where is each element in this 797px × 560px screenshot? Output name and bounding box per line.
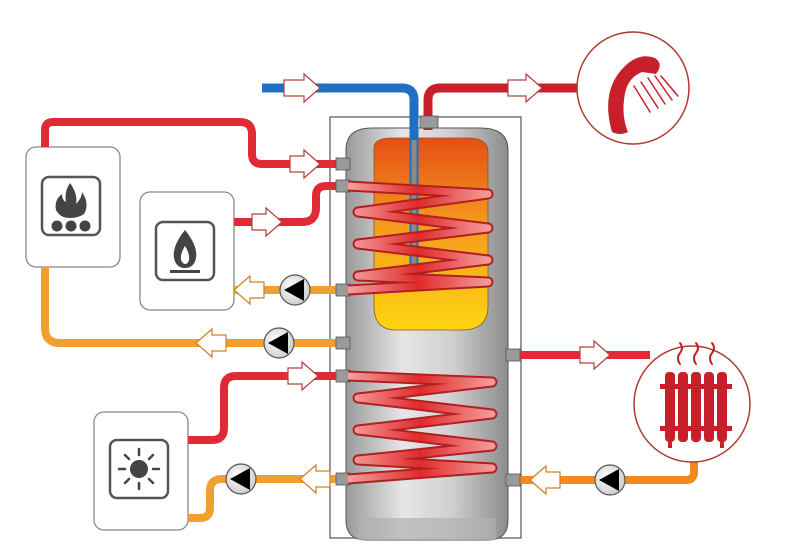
gas-supply-pipe bbox=[234, 179, 351, 238]
pump-icon bbox=[225, 463, 257, 495]
cold-water-inlet bbox=[262, 72, 419, 280]
solid-fuel-supply-pipe bbox=[41, 118, 351, 180]
flow-arrow bbox=[529, 464, 561, 496]
flow-arrow bbox=[507, 72, 543, 104]
lower-heat-exchanger-coil bbox=[347, 370, 498, 485]
shower-icon bbox=[608, 56, 679, 135]
pump-icon bbox=[279, 274, 311, 306]
gas-flame-icon bbox=[154, 220, 216, 282]
gas-boiler bbox=[139, 191, 235, 311]
flow-arrow bbox=[579, 339, 611, 371]
flow-arrow bbox=[233, 274, 265, 306]
pump-icon bbox=[263, 327, 295, 359]
heating-supply-pipe bbox=[505, 339, 650, 371]
gas-return-pipe bbox=[233, 274, 351, 306]
sun-icon bbox=[108, 438, 170, 500]
flow-arrow bbox=[195, 327, 227, 359]
solar-return-pipe bbox=[188, 463, 351, 522]
heating-circuit bbox=[633, 342, 751, 463]
heating-return-pipe bbox=[505, 462, 698, 496]
pump-icon bbox=[594, 464, 626, 496]
flow-arrow bbox=[287, 360, 319, 392]
hot-water-outlet bbox=[576, 31, 690, 145]
hot-water-outlet-pipe bbox=[419, 72, 582, 130]
radiator-icon bbox=[660, 342, 732, 448]
solar-supply-pipe bbox=[188, 360, 351, 444]
flow-arrow bbox=[251, 206, 283, 238]
tank-base bbox=[358, 518, 496, 540]
flow-arrow bbox=[299, 463, 331, 495]
fire-logs-icon bbox=[40, 175, 102, 237]
solid-fuel-return-pipe bbox=[41, 267, 351, 359]
upper-heat-exchanger-coil bbox=[347, 180, 494, 296]
solar-collector bbox=[93, 411, 189, 531]
solid-fuel-boiler bbox=[25, 146, 121, 268]
flow-arrow bbox=[283, 72, 321, 104]
flow-arrow bbox=[289, 148, 321, 180]
